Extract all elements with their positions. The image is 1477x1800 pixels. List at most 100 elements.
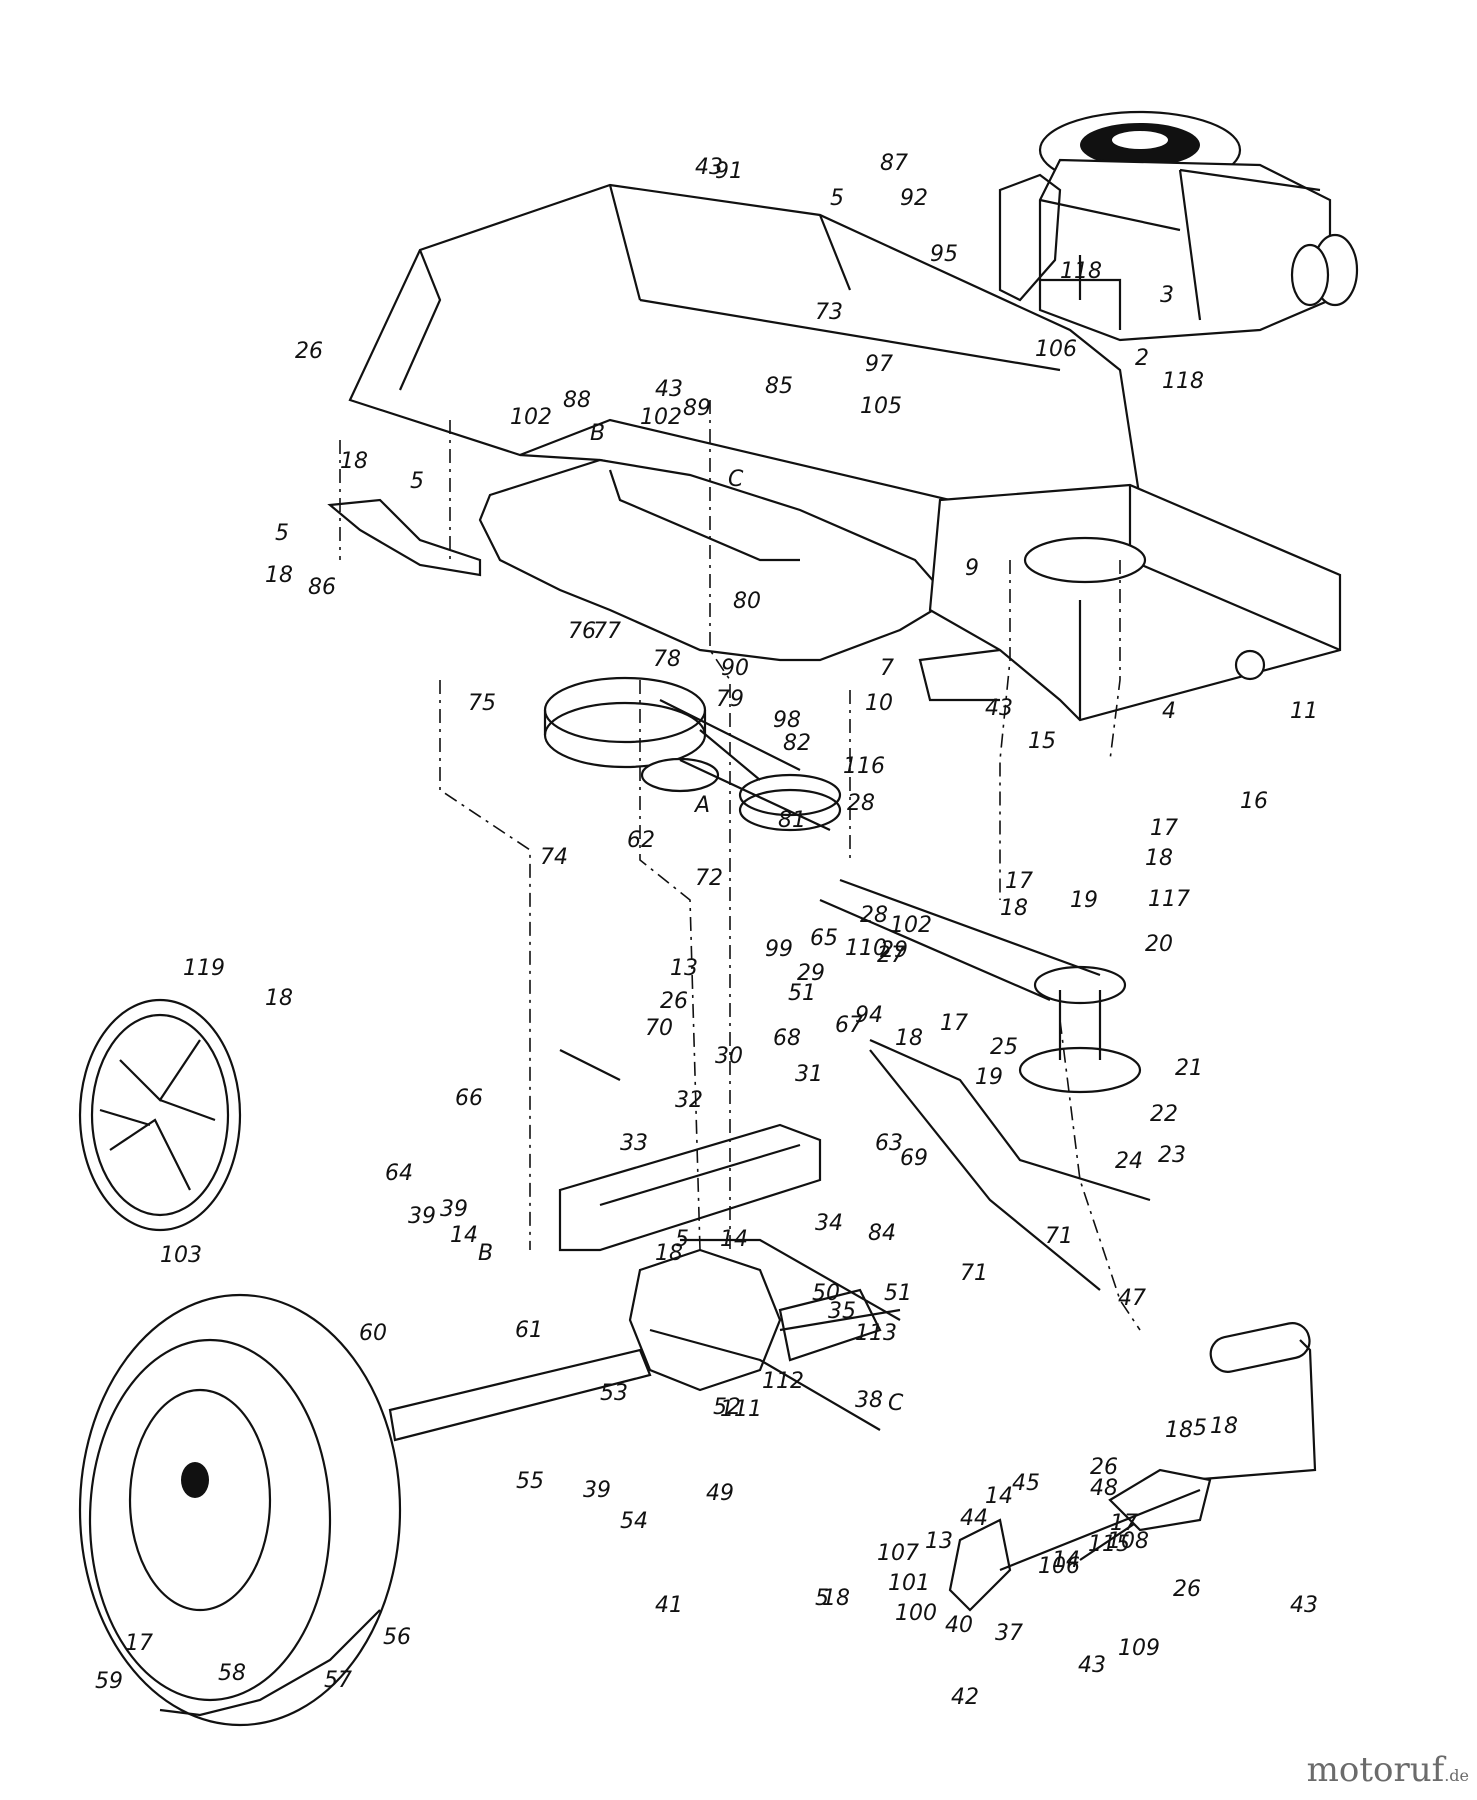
part-number-77: 77 [593,619,621,644]
part-number-10: 10 [865,691,893,716]
part-number-78: 78 [653,647,681,672]
part-number-118: 118 [1162,369,1204,394]
part-number-111: 111 [720,1397,762,1422]
part-number-29: 29 [880,938,908,963]
part-number-110: 110 [845,936,887,961]
part-number-18: 18 [265,563,293,588]
part-number-118: 118 [1060,259,1102,284]
part-number-73: 73 [815,300,843,325]
part-number-14: 14 [450,1223,478,1248]
part-number-52: 52 [713,1395,741,1420]
part-number-32: 32 [675,1088,703,1113]
part-number-66: 66 [455,1086,483,1111]
part-number-51: 51 [788,981,816,1006]
part-number-95: 95 [930,242,958,267]
part-number-9: 9 [965,556,979,581]
hood [327,183,1342,722]
part-number-18: 18 [895,1026,923,1051]
part-number-86: 86 [308,575,336,600]
part-number-5: 5 [815,1586,829,1611]
part-number-101: 101 [888,1571,930,1596]
part-number-102: 102 [510,405,552,430]
part-number-26: 26 [1090,1455,1118,1480]
part-number-23: 23 [1158,1143,1186,1168]
part-number-5: 5 [675,1227,689,1252]
part-number-4: 4 [1162,699,1176,724]
part-number-18: 18 [1145,846,1173,871]
part-number-106: 106 [1035,337,1077,362]
part-number-15: 15 [1028,729,1056,754]
part-number-18: 18 [1165,1418,1193,1443]
part-number-43: 43 [985,696,1013,721]
part-number-92: 92 [900,186,928,211]
hubcap [78,998,242,1232]
part-number-70: 70 [645,1016,673,1041]
part-number-76: 76 [568,619,596,644]
part-number-18: 18 [655,1241,683,1266]
part-number-18: 18 [822,1586,850,1611]
engine [998,110,1359,342]
reference-letters: A B B C C [478,421,904,1416]
part-number-45: 45 [1012,1471,1040,1496]
part-number-24: 24 [1115,1149,1143,1174]
part-number-11: 11 [1290,699,1318,724]
part-number-18: 18 [1000,896,1028,921]
part-number-103: 103 [160,1243,202,1268]
part-number-5: 5 [410,469,424,494]
part-number-20: 20 [1145,932,1173,957]
part-number-59: 59 [95,1669,123,1694]
part-number-40: 40 [945,1613,973,1638]
part-number-67: 67 [835,1013,863,1038]
part-number-102: 102 [890,913,932,938]
part-number-43: 43 [1290,1593,1318,1618]
part-number-60: 60 [359,1321,387,1346]
part-number-85: 85 [765,374,793,399]
part-number-26: 26 [1173,1577,1201,1602]
part-number-116: 116 [843,754,885,779]
part-number-102: 102 [640,405,682,430]
part-number-2: 2 [1135,346,1149,371]
rods [559,1038,1151,1431]
part-number-39: 39 [440,1197,468,1222]
ref-letter-b-upper: B [590,421,605,446]
part-number-17: 17 [1110,1511,1138,1536]
part-number-18: 18 [1210,1414,1238,1439]
part-number-43: 43 [655,377,683,402]
part-number-84: 84 [868,1221,896,1246]
part-number-28: 28 [860,903,888,928]
part-number-30: 30 [715,1044,743,1069]
watermark-brand: motoruf [1306,1750,1445,1790]
part-number-43: 43 [695,155,723,180]
part-number-87: 87 [880,151,908,176]
part-number-94: 94 [855,1003,883,1028]
part-number-80: 80 [733,589,761,614]
ref-letter-b-lower: B [478,1241,493,1266]
part-number-88: 88 [563,388,591,413]
part-number-113: 113 [855,1321,897,1346]
part-number-82: 82 [783,731,811,756]
part-number-43: 43 [1078,1653,1106,1678]
part-number-71: 71 [960,1261,988,1286]
part-number-22: 22 [1150,1102,1178,1127]
part-number-7: 7 [880,656,894,681]
part-number-90: 90 [721,656,749,681]
part-number-41: 41 [655,1593,683,1618]
ref-letter-a: A [693,793,710,818]
part-number-68: 68 [773,1026,801,1051]
part-number-26: 26 [295,339,323,364]
part-number-13: 13 [925,1529,953,1554]
part-number-44: 44 [960,1506,988,1531]
part-number-17: 17 [1150,816,1178,841]
part-number-31: 31 [795,1062,823,1087]
part-number-17: 17 [1005,869,1033,894]
part-number-106: 106 [1038,1554,1080,1579]
part-number-81: 81 [778,808,806,833]
part-number-25: 25 [990,1035,1018,1060]
pulleys [543,676,1142,1094]
part-number-105: 105 [860,394,902,419]
part-number-3: 3 [1160,283,1174,308]
part-number-62: 62 [627,828,655,853]
part-number-109: 109 [1118,1636,1160,1661]
part-number-37: 37 [995,1621,1023,1646]
